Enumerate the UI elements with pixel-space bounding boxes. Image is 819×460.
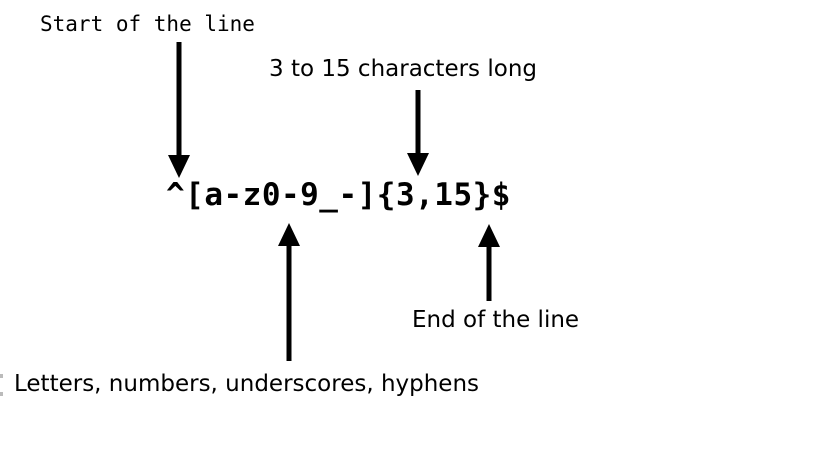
regex-pattern-text: ^[a-z0-9_-]{3,15}$ (166, 177, 511, 213)
annotation-label-start-of-line: Start of the line (40, 12, 255, 36)
edge-clip-artifact-upper (0, 374, 3, 378)
annotation-label-end-of-line: End of the line (412, 307, 580, 333)
annotation-label-length: 3 to 15 characters long (269, 56, 537, 82)
annotation-label-character-class: Letters, numbers, underscores, hyphens (14, 371, 480, 397)
edge-clip-artifact-lower (0, 392, 3, 396)
